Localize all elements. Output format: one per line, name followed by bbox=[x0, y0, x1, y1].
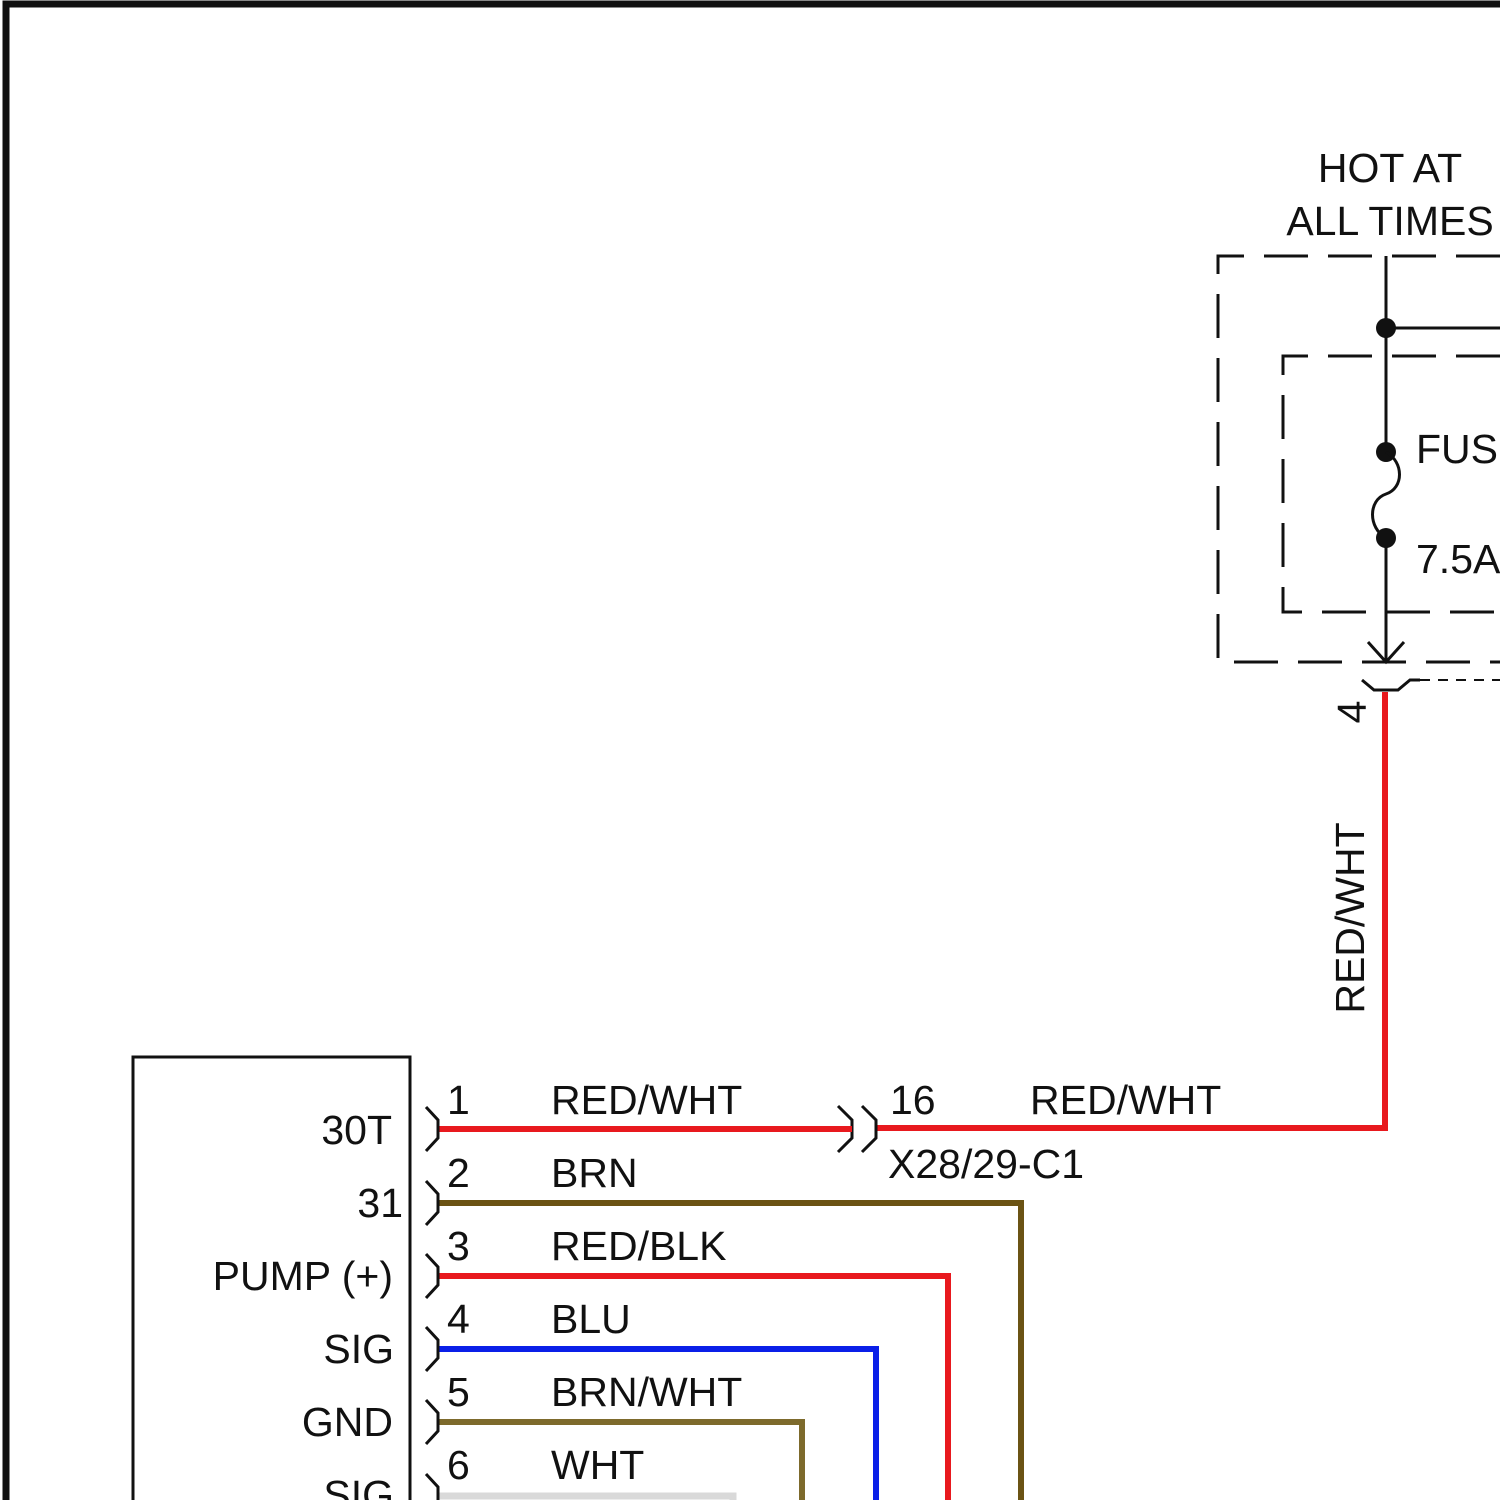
terminal-6-connector-icon bbox=[426, 1474, 438, 1500]
terminal-label-gnd: GND bbox=[302, 1399, 393, 1445]
terminal-label-pump: PUMP (+) bbox=[213, 1253, 393, 1299]
terminal-2-connector-icon bbox=[426, 1181, 438, 1225]
terminal-label-sig: SIG bbox=[323, 1326, 394, 1372]
terminal-label-30t: 30T bbox=[321, 1107, 392, 1153]
wire-color-label-1: RED/WHT bbox=[551, 1077, 742, 1123]
wire-color-label-6: WHT bbox=[551, 1442, 644, 1488]
power-source-label-line2: ALL TIMES bbox=[1286, 198, 1493, 244]
splice-dot bbox=[1376, 318, 1396, 338]
terminal-label-sig-2: SIG bbox=[323, 1472, 394, 1500]
pin-number-1: 1 bbox=[447, 1077, 470, 1123]
wire-red-wht-main bbox=[876, 692, 1385, 1128]
wire-pin6-wht bbox=[438, 1496, 733, 1500]
pin-number-5: 5 bbox=[447, 1369, 470, 1415]
terminal-1-connector-icon bbox=[426, 1107, 438, 1151]
power-source-label-line1: HOT AT bbox=[1318, 145, 1462, 191]
pin-number-4: 4 bbox=[447, 1296, 470, 1342]
inline-connector-pin: 16 bbox=[890, 1077, 936, 1123]
terminal-3-connector-icon bbox=[426, 1254, 438, 1298]
wire-color-label-vertical: RED/WHT bbox=[1327, 822, 1373, 1013]
pin-number-2: 2 bbox=[447, 1150, 470, 1196]
inline-connector-name: X28/29-C1 bbox=[888, 1141, 1084, 1187]
fuse-box-connector-icon bbox=[1362, 680, 1420, 690]
wire-color-label-3: RED/BLK bbox=[551, 1223, 726, 1269]
inline-connector-wire-color: RED/WHT bbox=[1030, 1077, 1221, 1123]
wire-color-label-5: BRN/WHT bbox=[551, 1369, 742, 1415]
wire-color-label-2: BRN bbox=[551, 1150, 638, 1196]
pin-number-6: 6 bbox=[447, 1442, 470, 1488]
pin-number-3: 3 bbox=[447, 1223, 470, 1269]
fuse-rating: 7.5A bbox=[1416, 536, 1500, 582]
fuse-box-pin: 4 bbox=[1329, 701, 1375, 724]
terminal-5-connector-icon bbox=[426, 1400, 438, 1444]
wire-color-label-4: BLU bbox=[551, 1296, 631, 1342]
terminal-4-connector-icon bbox=[426, 1327, 438, 1371]
fuse-name: FUS bbox=[1416, 426, 1498, 472]
fuse-element bbox=[1373, 452, 1400, 538]
terminal-label-31: 31 bbox=[357, 1180, 403, 1226]
inline-connector-right-icon bbox=[862, 1106, 876, 1152]
